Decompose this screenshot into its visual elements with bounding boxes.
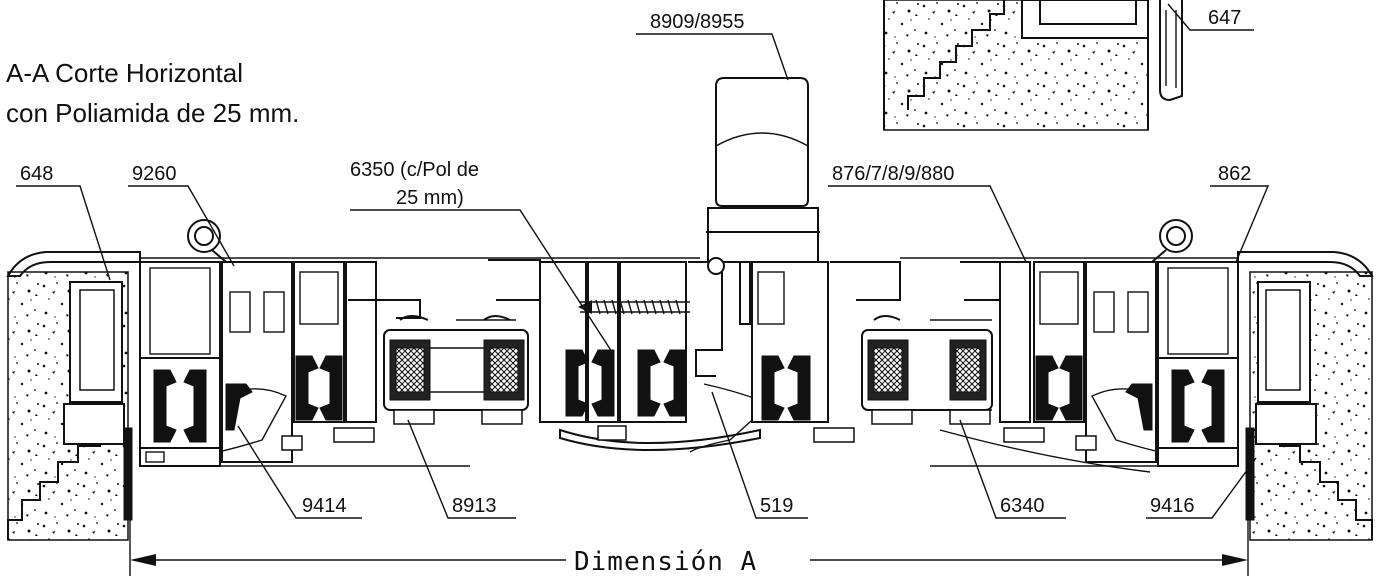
label-648: 648 [20,163,53,185]
title-line-1: A-A Corte Horizontal [6,58,243,88]
left-wall [7,271,133,541]
label-6350-b: 25 mm) [396,187,464,209]
dimension-a: Dimensión A [129,446,1249,577]
label-6350-a: 6350 (c/Pol de [350,159,479,181]
left-glazing [383,259,541,425]
right-frame [751,219,1239,473]
label-519: 519 [760,495,793,517]
right-wall [1245,271,1373,541]
title-line-2: con Poliamida de 25 mm. [6,98,299,128]
top-labels: 648 9260 6350 (c/Pol de 25 mm) 876/7/8/9… [16,159,1270,353]
label-8909-8955: 8909/8955 [650,11,745,33]
label-9416: 9416 [1150,495,1195,517]
label-862: 862 [1218,163,1251,185]
dimension-label: Dimensión A [574,547,757,577]
label-9414: 9414 [302,495,347,517]
label-876-880: 876/7/8/9/880 [832,163,954,185]
label-647: 647 [1208,7,1241,29]
bottom-labels: 9414 8913 519 6340 9416 [237,391,1257,519]
label-9260: 9260 [132,163,177,185]
label-6340: 6340 [1000,495,1045,517]
detail-top-right: 647 [883,0,1254,131]
center-mullion [539,257,772,453]
label-8913: 8913 [452,495,497,517]
left-frame [139,219,421,467]
